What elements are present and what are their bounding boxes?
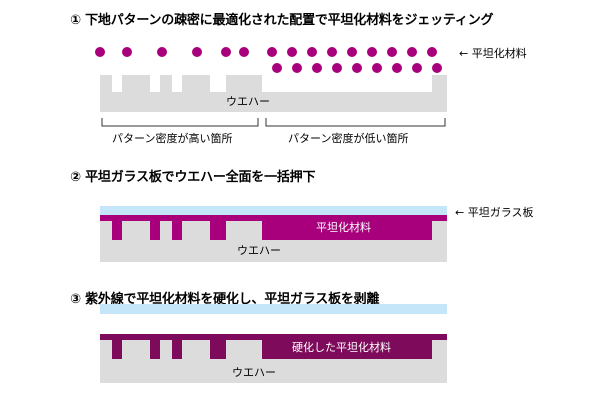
step1-title: ① 下地パターンの疎密に最適化された配置で平坦化材料をジェッティング: [70, 13, 494, 28]
droplet: [221, 47, 231, 57]
droplet: [352, 63, 362, 73]
step2-title: ② 平坦ガラス板でウエハー全面を一括押下: [70, 170, 316, 185]
droplet: [157, 47, 167, 57]
droplet: [372, 63, 382, 73]
droplet: [387, 47, 397, 57]
dense-region-label: パターン密度が高い箇所: [112, 132, 233, 145]
sparse-bracket: [265, 118, 446, 127]
droplet: [392, 63, 402, 73]
wafer-label-1: ウエハー: [226, 95, 270, 108]
droplet: [412, 63, 422, 73]
droplet: [407, 47, 417, 57]
droplet: [312, 63, 322, 73]
droplet: [292, 63, 302, 73]
cured-material-label: 硬化した平坦化材料: [292, 341, 391, 354]
glass-plate-2: [100, 206, 447, 215]
droplet: [307, 47, 317, 57]
cured-layer-3: [100, 334, 447, 359]
sparse-region-label: パターン密度が低い箇所: [288, 132, 409, 145]
droplet: [272, 63, 282, 73]
droplet: [367, 47, 377, 57]
droplet: [122, 47, 132, 57]
droplet: [239, 47, 249, 57]
wafer-1: [100, 75, 447, 112]
droplet: [347, 47, 357, 57]
droplet: [192, 47, 202, 57]
droplet: [432, 63, 442, 73]
material-label-2: 平坦化材料: [316, 221, 371, 234]
droplet: [95, 47, 105, 57]
wafer-label-2: ウエハー: [237, 244, 281, 257]
glass-callout-2: ← 平坦ガラス板: [455, 206, 534, 219]
dense-bracket: [101, 118, 259, 127]
wafer-3: [100, 340, 447, 383]
droplets: [95, 47, 442, 73]
material-callout-1: ← 平坦化材料: [459, 47, 527, 60]
material-layer-2: [100, 215, 447, 240]
droplet: [267, 47, 277, 57]
droplet: [287, 47, 297, 57]
step3-title: ③ 紫外線で平坦化材料を硬化し、平坦ガラス板を剥離: [70, 292, 380, 307]
droplet: [327, 47, 337, 57]
wafer-label-3: ウエハー: [232, 366, 276, 379]
glass-plate-3: [100, 304, 447, 314]
droplet: [427, 47, 437, 57]
droplet: [332, 63, 342, 73]
wafer-2: [100, 221, 447, 262]
